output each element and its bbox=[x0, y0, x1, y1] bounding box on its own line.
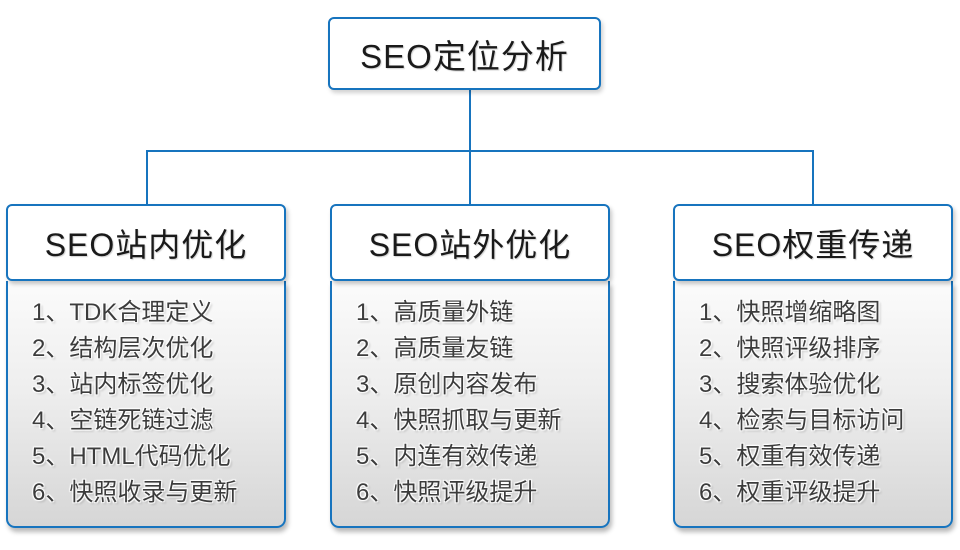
list-item: 6、权重评级提升 bbox=[699, 479, 881, 506]
list-item: 1、TDK合理定义 bbox=[32, 299, 214, 326]
branch-weight-list: 1、快照增缩略图 2、快照评级排序 3、搜索体验优化 4、检索与目标访问 5、权… bbox=[673, 281, 953, 528]
branch-onsite-header: SEO站内优化 bbox=[6, 204, 286, 281]
root-node-label: SEO定位分析 bbox=[360, 37, 569, 75]
list-item: 2、快照评级排序 bbox=[699, 335, 881, 362]
connector-drop-center bbox=[469, 150, 471, 204]
connector-drop-left bbox=[146, 150, 148, 204]
branch-offsite-label: SEO站外优化 bbox=[368, 226, 572, 263]
list-item: 3、原创内容发布 bbox=[356, 371, 538, 398]
root-node: SEO定位分析 bbox=[328, 17, 601, 90]
list-item: 1、高质量外链 bbox=[356, 299, 514, 326]
branch-onsite-list: 1、TDK合理定义 2、结构层次优化 3、站内标签优化 4、空链死链过滤 5、H… bbox=[6, 281, 286, 528]
branch-onsite-optimization: SEO站内优化 1、TDK合理定义 2、结构层次优化 3、站内标签优化 4、空链… bbox=[6, 204, 286, 528]
list-item: 3、站内标签优化 bbox=[32, 371, 214, 398]
list-item: 5、权重有效传递 bbox=[699, 443, 881, 470]
branch-offsite-optimization: SEO站外优化 1、高质量外链 2、高质量友链 3、原创内容发布 4、快照抓取与… bbox=[330, 204, 610, 528]
list-item: 4、快照抓取与更新 bbox=[356, 407, 562, 434]
list-item: 5、HTML代码优化 bbox=[32, 443, 231, 470]
list-item: 5、内连有效传递 bbox=[356, 443, 538, 470]
branch-weight-label: SEO权重传递 bbox=[711, 226, 915, 263]
connector-root-stem bbox=[469, 90, 471, 150]
branch-offsite-header: SEO站外优化 bbox=[330, 204, 610, 281]
branch-weight-transfer: SEO权重传递 1、快照增缩略图 2、快照评级排序 3、搜索体验优化 4、检索与… bbox=[673, 204, 953, 528]
branch-weight-header: SEO权重传递 bbox=[673, 204, 953, 281]
list-item: 3、搜索体验优化 bbox=[699, 371, 881, 398]
list-item: 4、空链死链过滤 bbox=[32, 407, 214, 434]
list-item: 6、快照收录与更新 bbox=[32, 479, 238, 506]
connector-drop-right bbox=[812, 150, 814, 204]
list-item: 4、检索与目标访问 bbox=[699, 407, 905, 434]
branch-onsite-label: SEO站内优化 bbox=[44, 226, 248, 263]
list-item: 1、快照增缩略图 bbox=[699, 299, 881, 326]
list-item: 6、快照评级提升 bbox=[356, 479, 538, 506]
connector-horizontal-bar bbox=[146, 150, 814, 152]
list-item: 2、高质量友链 bbox=[356, 335, 514, 362]
list-item: 2、结构层次优化 bbox=[32, 335, 214, 362]
branch-offsite-list: 1、高质量外链 2、高质量友链 3、原创内容发布 4、快照抓取与更新 5、内连有… bbox=[330, 281, 610, 528]
